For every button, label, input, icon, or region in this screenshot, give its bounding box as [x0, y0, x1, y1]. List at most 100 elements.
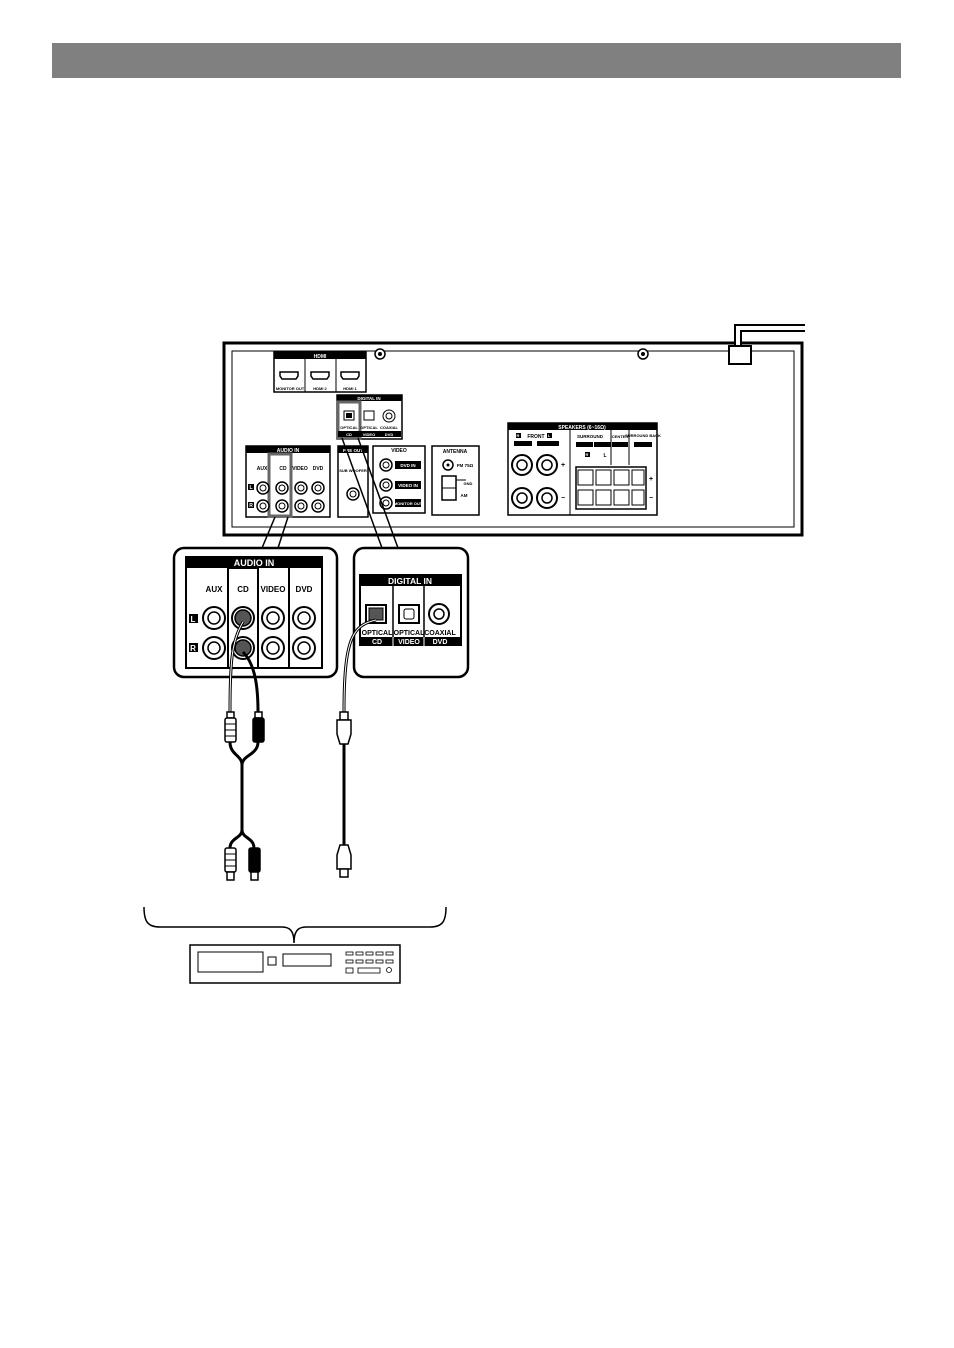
digital-source-label: VIDEO [363, 432, 375, 437]
audio-col-label: DVD [313, 466, 324, 472]
optical-plug [336, 844, 352, 878]
zoom-row-r: R [190, 644, 196, 653]
rca-jack [202, 606, 226, 630]
zoom-audio-title: AUDIO IN [234, 558, 275, 568]
minus-sign: − [649, 495, 653, 502]
zoom-digital-source: CD [372, 639, 382, 646]
rca-jack [256, 499, 270, 513]
fm-label: FM 75Ω [457, 463, 474, 468]
surround-label: SURROUND [577, 434, 604, 439]
rca-jack-cd-r [231, 636, 255, 660]
digital-source-label: DVD [385, 432, 394, 437]
digital-port-label: OPTICAL [340, 425, 358, 430]
hdmi-monitor-out-port [279, 371, 299, 380]
zoom-audio-col: DVD [296, 585, 313, 594]
digital-in-title: DIGITAL IN [357, 396, 380, 401]
optical-jack-video [398, 604, 420, 624]
power-cord [728, 324, 805, 365]
hdmi-port-label: MONITOR OUT [276, 386, 305, 391]
front-r-badge: R [517, 433, 520, 438]
screw-icon [374, 348, 386, 360]
rca-jack [292, 636, 316, 660]
optical-plug [336, 711, 352, 745]
rca-jack [261, 636, 285, 660]
center-label: CENTER [612, 434, 629, 439]
header-bar [52, 43, 901, 78]
digital-port-label: OPTICAL [360, 425, 378, 430]
preout-title: PRE OUT [343, 448, 363, 453]
hdmi-title: HDMI [314, 354, 327, 360]
optical-cable [336, 618, 377, 878]
am-label: AM [461, 493, 468, 498]
antenna-title: ANTENNA [443, 449, 468, 455]
audio-col-label: CD [279, 466, 287, 472]
audio-col-label: AUX [257, 466, 268, 472]
zoom-digital-port: COAXIAL [424, 630, 456, 637]
zoom-audio-col: AUX [206, 585, 224, 594]
rca-jack [202, 636, 226, 660]
video-port-label: MONITOR OUT [394, 501, 423, 506]
hdmi-port-label: HDMI 2 [313, 386, 327, 391]
front-l-badge: L [548, 433, 551, 438]
rca-jack [292, 606, 316, 630]
brace [143, 906, 447, 944]
hdmi-1-port [340, 371, 360, 380]
zoom-digital-port: OPTICAL [362, 630, 393, 637]
surround-r-badge: R [586, 452, 589, 457]
optical-jack-cd [365, 604, 387, 624]
minus-sign: − [561, 495, 565, 502]
antenna-section: ANTENNA FM 75Ω GND AM [431, 445, 480, 516]
rca-jack [311, 481, 325, 495]
audio-row-label: L [249, 485, 252, 491]
preout-section: PRE OUT SUB WOOFER [337, 445, 369, 518]
digital-port-label: COAXIAL [380, 425, 399, 430]
audio-in-title: AUDIO IN [277, 448, 300, 454]
plus-sign: + [561, 462, 565, 469]
rca-jack [256, 481, 270, 495]
rca-plug-red [252, 711, 265, 743]
audio-in-section: AUDIO IN AUX CD VIDEO DVD L R [245, 445, 331, 518]
rca-jack [261, 606, 285, 630]
zoom-digital-source: VIDEO [398, 639, 420, 646]
zoom-audio-col: CD [237, 585, 249, 594]
video-port-label: DVD IN [400, 463, 415, 468]
digital-source-label: CD [346, 432, 352, 437]
speakers-section: SPEAKERS (6~16Ω) R FRONT L SURROUND CENT… [507, 422, 661, 516]
video-title: VIDEO [391, 448, 407, 454]
surround-l-label: L [603, 453, 606, 459]
speakers-title: SPEAKERS (6~16Ω) [558, 425, 606, 431]
rca-stereo-cable [224, 621, 265, 881]
receiver-rear-panel: HDMI MONITOR OUT HDMI 2 HDMI 1 DIGITAL I… [222, 324, 805, 537]
front-label: FRONT [527, 434, 544, 440]
zoom-audio-col: VIDEO [261, 585, 286, 594]
digital-in-section: DIGITAL IN OPTICAL OPTICAL COAXIAL CD VI… [336, 394, 403, 440]
rca-plug-white [224, 847, 237, 881]
zoom-row-l: L [191, 615, 196, 624]
video-port-label: VIDEO IN [398, 483, 418, 488]
gnd-label: GND [464, 481, 473, 486]
video-section: VIDEO DVD IN VIDEO IN MONITOR OUT [372, 445, 426, 514]
hdmi-2-port [310, 371, 330, 380]
rca-plug-white [224, 711, 237, 743]
digital-in-zoom: DIGITAL IN OPTICAL OPTICAL COAXIAL CD VI… [352, 546, 470, 679]
audio-in-zoom: AUDIO IN AUX CD VIDEO DVD L R [172, 546, 339, 679]
zoom-digital-title: DIGITAL IN [388, 576, 432, 586]
audio-row-label: R [249, 503, 253, 509]
rca-plug-red [248, 847, 261, 881]
rca-jack [294, 481, 308, 495]
cd-player [189, 944, 401, 984]
coaxial-jack-dvd [428, 603, 450, 625]
hdmi-section: HDMI MONITOR OUT HDMI 2 HDMI 1 [273, 351, 367, 393]
rca-jack [275, 481, 289, 495]
hdmi-port-label: HDMI 1 [343, 386, 357, 391]
callout-lines [261, 437, 399, 549]
audio-col-label: VIDEO [292, 466, 308, 472]
rca-jack [311, 499, 325, 513]
rca-jack [275, 499, 289, 513]
zoom-digital-source: DVD [433, 639, 448, 646]
rca-jack [294, 499, 308, 513]
surround-back-label: SURROUND BACK [625, 433, 661, 438]
rca-jack-cd-l [231, 606, 255, 630]
screw-icon [637, 348, 649, 360]
